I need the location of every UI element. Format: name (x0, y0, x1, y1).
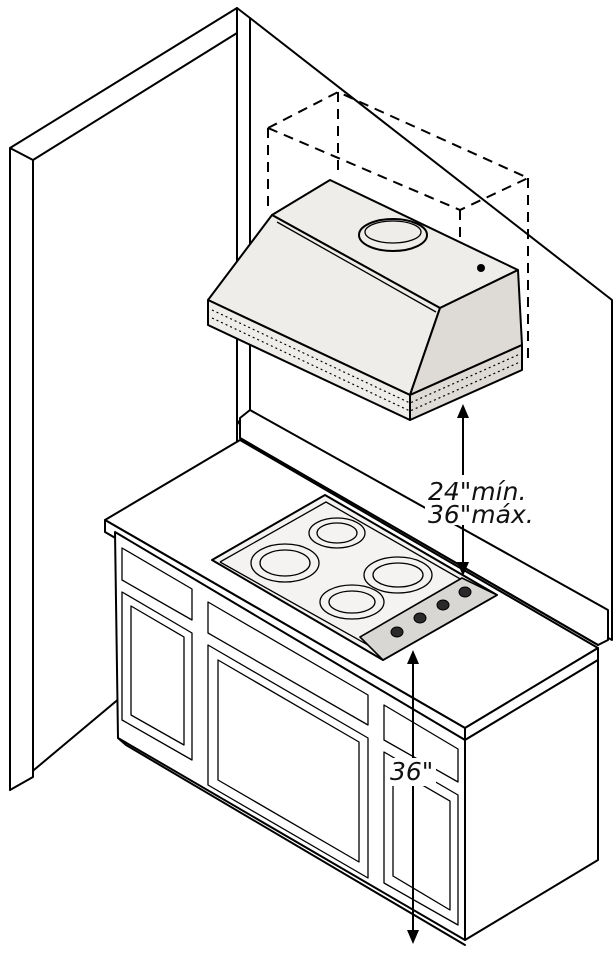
burner-front-right (363, 556, 433, 594)
cooktop (211, 494, 498, 661)
counter-height-label: 36" (390, 757, 433, 786)
counter-height-dimension (407, 650, 419, 944)
indicator-dot (477, 264, 485, 272)
drawer-center (207, 601, 369, 726)
drawer-right (383, 704, 459, 783)
door-center (207, 644, 369, 879)
label-backdrop (388, 758, 436, 786)
duct-collar (358, 218, 428, 252)
burner-back-left (250, 543, 320, 583)
hood-clearance-min-label: 24"mín. (428, 477, 526, 506)
drawer-left (121, 547, 193, 621)
control-knobs (390, 586, 472, 638)
label-backdrop (425, 475, 545, 525)
burner-back-right (308, 517, 366, 549)
arrow-up-icon (407, 650, 419, 664)
base-cabinet (114, 531, 599, 946)
arrow-up-icon (457, 404, 469, 418)
range-hood (207, 179, 523, 421)
door-left (121, 591, 193, 761)
arrow-down-icon (407, 930, 419, 944)
burner-front-left (319, 584, 385, 620)
backsplash-ledge (239, 409, 609, 646)
arrow-down-icon (457, 562, 469, 576)
hood-clearance-max-label: 36"máx. (428, 500, 534, 529)
